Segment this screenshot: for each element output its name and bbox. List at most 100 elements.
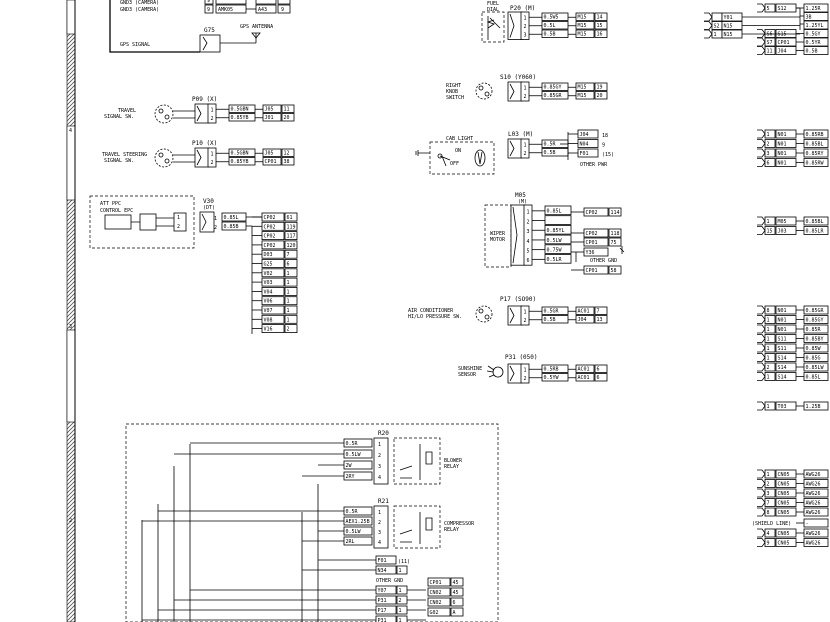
wiper-label-1: WIPER	[490, 231, 506, 237]
sensor-no: 12	[284, 151, 290, 157]
m05-pinblock	[523, 204, 533, 266]
right-top-wire-box	[803, 3, 829, 13]
right-g5-wire-box	[803, 488, 829, 498]
v30-pin: 2	[214, 225, 217, 231]
right-g3-wire-box	[803, 315, 829, 324]
sensor-contact	[164, 158, 170, 164]
right-g5-wire: AWG26	[806, 510, 821, 516]
sensor-ref: P09 (X)	[192, 96, 217, 103]
camera-gnd-label-2: GND3 (CAMERA)	[120, 7, 159, 13]
m05-pin: 6	[527, 258, 530, 264]
sensor-chevron	[196, 105, 202, 122]
r21-ref: R21	[378, 498, 389, 505]
fuel-no: 14	[597, 15, 603, 21]
v30-no-box	[284, 314, 298, 324]
v30-dest: V04	[264, 289, 273, 295]
right-g6-pin-box	[764, 538, 776, 547]
sensor-dest-box	[262, 104, 282, 113]
m05-wire-box	[544, 244, 572, 254]
att-inner-pin-1: 1	[177, 215, 180, 221]
s10-pin: 1	[524, 86, 527, 92]
m05-wire: 0.5LW	[547, 238, 563, 244]
l03-no: 18	[602, 133, 608, 139]
fuel-label-2: DIAL	[487, 7, 499, 13]
right-g2-dest: M05	[778, 219, 787, 225]
v30-no: 119	[287, 224, 296, 230]
v30-no-box	[284, 324, 298, 334]
right-top-wire: 0.5GY	[806, 32, 821, 38]
right-g1-pin: 2	[767, 142, 770, 148]
l03-pin: 2	[524, 151, 527, 157]
right-g1-wire-box	[803, 129, 829, 139]
fuel-no-box	[594, 12, 608, 21]
right-g1-pin: 3	[767, 151, 770, 157]
right-g3-pin: 1	[767, 375, 770, 381]
right-g5-wire-box	[803, 469, 829, 479]
relay-right-dest-box	[427, 587, 451, 597]
ac-pressure-switch: AIR CONDITIONER HI/LO PRESSURE SW. P17 (…	[408, 296, 536, 323]
r21-wire: 2RL	[346, 539, 355, 545]
right-g2-pin: 1	[767, 219, 770, 225]
fuel-wire: 0.5W5	[544, 15, 559, 21]
relay-right-dest: CN02	[430, 600, 442, 606]
camera-wire-2: AMK05	[218, 7, 233, 13]
r21-wire: 0.5LW	[346, 529, 362, 535]
right-g5-pin: 2	[767, 482, 770, 488]
right-g5-dest: CN05	[778, 472, 790, 478]
p31-wire: 0.5RB	[544, 367, 559, 373]
m05-no-box	[608, 207, 622, 217]
right-g5-pin-box	[764, 488, 776, 498]
m05-dest: CP02	[586, 210, 598, 216]
m05-dest: Y36	[586, 250, 595, 256]
v30-dest-box	[261, 249, 285, 259]
right-g6-wire-box	[803, 528, 829, 538]
sensor-ref: P10 (X)	[192, 140, 217, 147]
relay-f01: F01	[378, 558, 387, 564]
right-g3-pin-box	[764, 362, 776, 372]
right-g6-wire-box	[803, 538, 829, 547]
right-top-wire-box	[803, 46, 829, 55]
m05-dest-box	[583, 265, 609, 275]
right-g3-arrow	[757, 372, 766, 381]
right-knob-switch: RIGHT KNOB SWITCH S10 (Y060)	[446, 74, 536, 101]
fuel-shell	[507, 11, 523, 40]
right-g3-pin: 1	[767, 318, 770, 324]
right-g6-pin-box	[764, 528, 776, 538]
right-g1-arrow	[757, 139, 766, 148]
p31-label-1: SUNSHINE	[458, 366, 482, 372]
v30-no: 117	[287, 234, 296, 240]
right-g6-dest: CN05	[778, 541, 790, 547]
relay-right-dest: CN02	[430, 590, 442, 596]
right-g5-wire: AWG26	[806, 501, 821, 507]
right-g1-pin-box	[764, 158, 776, 167]
v30-dest: CP02	[264, 243, 276, 249]
gps-ref: G75	[204, 27, 215, 34]
right-top-pin: S7	[767, 40, 773, 46]
s10-no-box	[594, 82, 608, 91]
sensor-pin: 2	[211, 116, 214, 122]
m05-type: (M)	[518, 199, 527, 205]
s10-ref: S10 (Y060)	[500, 74, 536, 81]
fuel-dest: M15	[578, 23, 587, 29]
right-g5-dest: CN05	[778, 491, 790, 497]
right-g3-dest: S11	[778, 337, 787, 343]
s10-wire-box	[541, 82, 569, 91]
sensor-wire: 0.85YB	[231, 159, 249, 165]
right-g3-wire: 0.85W	[806, 346, 822, 352]
fuel-pin: 2	[524, 24, 527, 30]
right-g3-dest: N01	[778, 327, 787, 333]
m05-no-box	[608, 228, 622, 238]
m05-pin: 5	[527, 249, 530, 255]
sensor-contact	[158, 152, 164, 158]
r21-pin: 3	[378, 530, 381, 536]
right-g3-dest: N01	[778, 308, 787, 314]
right-g1-wire: 0.85RW	[806, 161, 825, 167]
v30-no-box	[284, 221, 298, 231]
page-margin: 4 3 2	[66, 0, 76, 622]
right-g3-dest: S11	[778, 346, 787, 352]
right-g1-pin: 1	[767, 132, 770, 138]
right-g3-pin: 1	[767, 327, 770, 333]
s10-chevron	[509, 83, 515, 100]
l03-dest-box	[577, 139, 599, 148]
